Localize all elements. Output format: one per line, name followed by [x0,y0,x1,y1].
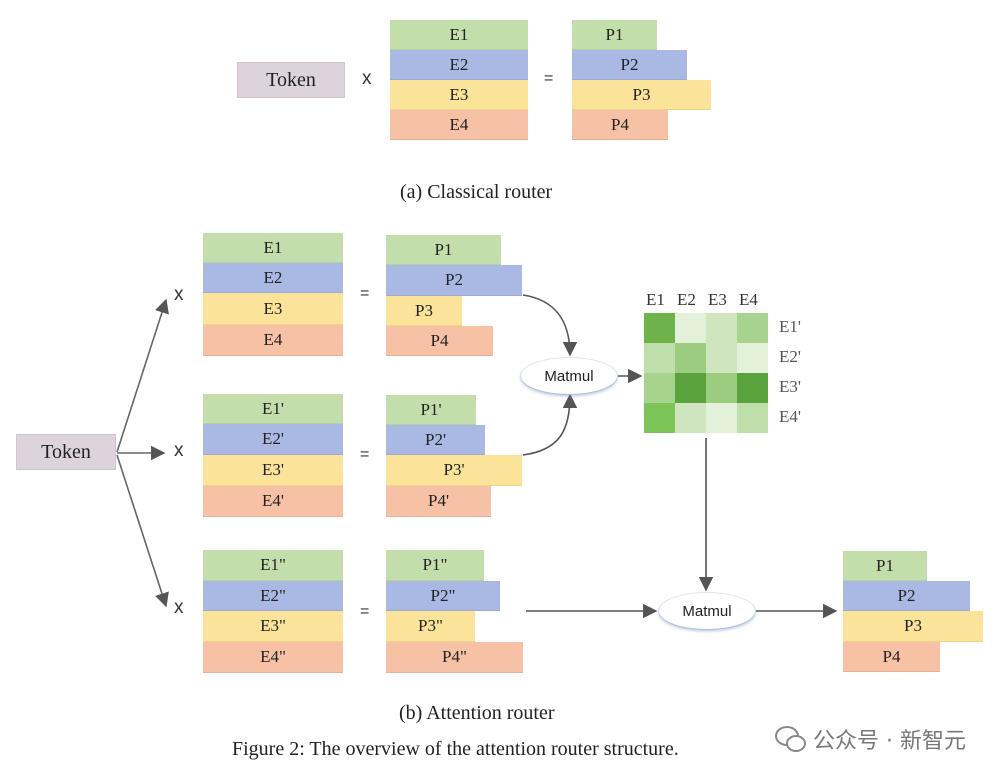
expert-e1-group1: E1 [203,233,343,263]
expert-e2-group2: E2' [203,424,343,455]
output-prob-p1: P1 [843,551,927,581]
expert-e3-group1: E3 [203,293,343,325]
heatmap-col-label: E1 [646,290,665,309]
watermark: 公众号 · 新智元 [775,723,966,755]
times-symbol-group1: x [174,284,184,305]
heatmap-cell [644,403,675,433]
prob-p3-group3: P3" [386,611,475,642]
arrow-token-to-group3 [116,454,169,608]
expert-e3-group2: E3' [203,455,343,486]
heatmap-col-label: E3 [708,290,727,309]
prob-p2-classical: P2 [572,50,687,80]
heatmap-cell [644,313,675,343]
prob-p1-group1: P1 [386,235,501,265]
expert-e2-classical: E2 [390,50,528,80]
times-symbol-group3: x [174,597,184,618]
expert-e4-classical: E4 [390,110,528,140]
expert-e3-group3: E3" [203,611,343,642]
times-symbol-classical: x [362,68,372,89]
prob-p2-group2: P2' [386,425,485,455]
token-box-classical: Token [237,62,345,98]
heatmap-cell [737,403,768,433]
arrow-p2-to-matmul1 [522,294,578,357]
expert-e1-group2: E1' [203,394,343,424]
heatmap-col-label: E4 [739,290,758,309]
output-prob-p4: P4 [843,642,940,672]
figure-caption: Figure 2: The overview of the attention … [232,738,679,760]
prob-p1-classical: P1 [572,20,657,50]
heatmap-cell [706,313,737,343]
caption-classical-router: (a) Classical router [400,181,553,203]
heatmap-cell [644,343,675,373]
expert-e2-group3: E2" [203,581,343,611]
heatmap-cell [675,343,706,373]
expert-e3-classical: E3 [390,80,528,110]
heatmap-row-label: E4' [779,407,801,426]
heatmap-cell [675,313,706,343]
prob-p1-group2: P1' [386,395,476,425]
matmul-node-2: Matmul [659,593,755,629]
expert-e4-group2: E4' [203,486,343,517]
equals-symbol-classical: = [544,70,554,87]
prob-p4-group1: P4 [386,326,493,356]
expert-e4-group1: E4 [203,325,343,356]
caption-attention-router: (b) Attention router [399,702,555,724]
prob-p4-group3: P4" [386,642,523,673]
prob-p3-classical: P3 [572,80,711,110]
equals-symbol-group3: = [360,603,370,620]
prob-p2-group3: P2" [386,581,500,611]
heatmap-cell [675,373,706,403]
expert-e1-group3: E1" [203,550,343,581]
arrow-token-to-group1 [116,298,169,453]
heatmap-row-label: E3' [779,377,801,396]
prob-p3-group1: P3 [386,296,462,326]
output-prob-p3: P3 [843,611,983,642]
token-box-attention: Token [16,434,116,470]
heatmap-cell [675,403,706,433]
expert-e1-classical: E1 [390,20,528,50]
expert-e4-group3: E4" [203,642,343,673]
prob-p4-classical: P4 [572,110,668,140]
wechat-icon [775,726,807,752]
times-symbol-group2: x [174,440,184,461]
heatmap-cell [737,343,768,373]
heatmap-col-label: E2 [677,290,696,309]
equals-symbol-group1: = [360,285,370,302]
expert-e2-group1: E2 [203,263,343,293]
watermark-text: 公众号 · 新智元 [813,729,966,754]
heatmap-cell [644,373,675,403]
heatmap-cell [737,373,768,403]
heatmap-row-label: E1' [779,317,801,336]
prob-p4-group2: P4' [386,486,491,517]
heatmap-row-label: E2' [779,347,801,366]
equals-symbol-group2: = [360,446,370,463]
heatmap-cell [706,373,737,403]
heatmap-cell [706,343,737,373]
prob-p1-group3: P1" [386,550,484,581]
output-prob-p2: P2 [843,581,970,611]
prob-p2-group1: P2 [386,265,522,296]
arrow-p3prime-to-matmul1 [522,393,578,456]
matmul-node-1: Matmul [521,358,617,394]
heatmap-cell [706,403,737,433]
prob-p3-group2: P3' [386,455,522,486]
heatmap-cell [737,313,768,343]
